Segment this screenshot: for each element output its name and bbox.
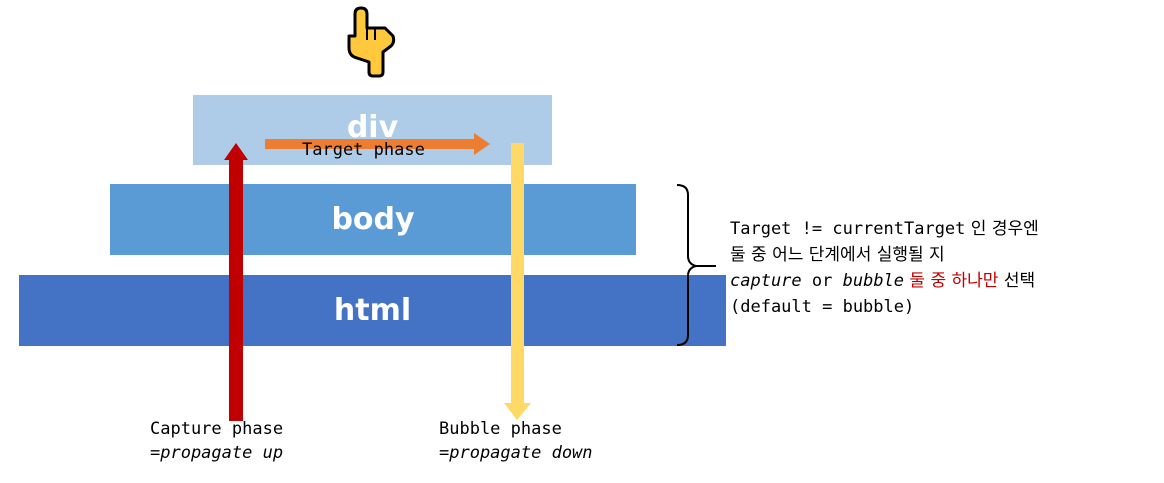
note-bubble: bubble xyxy=(842,271,905,291)
bubble-phase-subtitle: =propagate down xyxy=(439,443,593,463)
bubble-phase-label: Bubble phase =propagate down xyxy=(439,417,593,465)
note-select: 선택 xyxy=(998,271,1036,291)
capture-phase-subtitle: =propagate up xyxy=(150,443,284,463)
body-layer-label: body xyxy=(331,202,415,237)
note-text: Target != currentTarget 인 경우엔 둘 중 어느 단계에… xyxy=(730,216,1039,320)
note-line-3: capture or bubble 둘 중 하나만 선택 xyxy=(730,268,1039,294)
right-brace xyxy=(676,184,697,346)
note-highlight: 둘 중 하나만 xyxy=(904,271,999,291)
div-layer: div xyxy=(193,95,552,165)
capture-phase-title: Capture phase xyxy=(150,419,284,439)
capture-phase-label: Capture phase =propagate up xyxy=(150,417,283,465)
note-or: or xyxy=(801,271,843,291)
bubble-arrow xyxy=(504,143,531,420)
target-phase-label: Target phase xyxy=(302,140,425,160)
html-layer: html xyxy=(19,275,726,346)
note-line-2: 둘 중 어느 단계에서 실행될 지 xyxy=(730,245,945,265)
body-layer: body xyxy=(110,184,636,255)
note-line-1-kr: 인 경우엔 xyxy=(965,219,1039,239)
div-layer-label: div xyxy=(346,109,399,145)
backhand-index-pointing-down-icon xyxy=(347,6,396,78)
capture-arrow xyxy=(224,143,248,421)
note-line-4: (default = bubble) xyxy=(730,297,915,317)
note-code: Target != currentTarget xyxy=(730,219,966,239)
target-arrow xyxy=(265,133,490,155)
html-layer-label: html xyxy=(333,293,412,328)
note-capture: capture xyxy=(730,271,802,291)
note-line-1: Target != currentTarget 인 경우엔 xyxy=(730,216,1039,242)
bubble-phase-title: Bubble phase xyxy=(439,419,562,439)
